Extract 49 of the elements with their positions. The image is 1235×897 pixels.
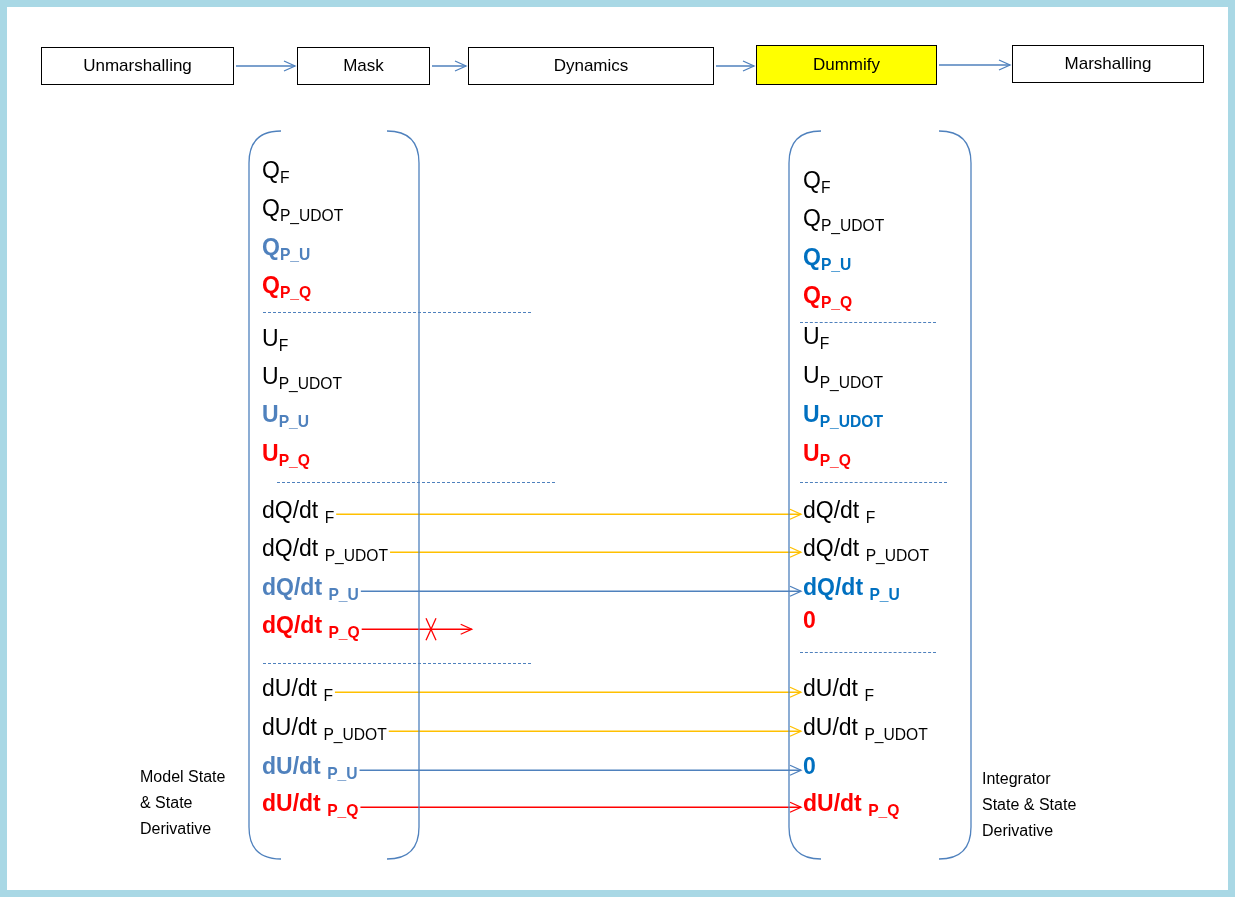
variable-label: U$_{P_U}$ [262,400,310,437]
variable-label: U$_{P_Q}$ [803,439,851,476]
variable-label: dU/dt $_{P_UDOT}$ [262,713,387,750]
variable-label: dQ/dt $_{P_UDOT}$ [262,534,389,571]
arrow [358,764,802,776]
process-box: Mask [297,47,430,85]
variable-label: U$_{F}$ [803,322,830,359]
variable-label: Q$_{P_UDOT}$ [803,204,885,241]
arrow [938,59,1011,71]
variable-label: dQ/dt $_{F}$ [262,496,335,533]
arrow [235,60,296,72]
column-caption: Integrator State & State Derivative [982,769,1078,841]
arrow [335,508,802,520]
variable-label: Q$_{F}$ [803,166,831,203]
variable-label: U$_{P_UDOT}$ [803,400,883,437]
variable-label: dU/dt $_{F}$ [262,674,333,711]
process-box: Dynamics [468,47,714,85]
variable-label: U$_{P_UDOT}$ [803,361,883,398]
variable-label: dU/dt $_{P_UDOT}$ [803,713,928,750]
process-box: Unmarshalling [41,47,234,85]
arrow [360,585,802,597]
process-box: Dummify [756,45,937,85]
arrow [431,60,467,72]
variable-label: dQ/dt $_{P_Q}$ [262,611,360,648]
arrow [334,686,802,698]
variable-label: dU/dt $_{F}$ [803,674,874,711]
variable-label: U$_{P_Q}$ [262,439,310,476]
arrow [359,801,802,813]
variable-label: Q$_{P_Q}$ [262,271,312,308]
variable-label: dQ/dt $_{P_UDOT}$ [803,534,930,571]
process-box: Marshalling [1012,45,1204,83]
arrow [361,623,473,635]
variable-label: U$_{P_UDOT}$ [262,362,342,399]
variable-label: dQ/dt $_{P_U}$ [262,573,359,610]
variable-label: Q$_{P_U}$ [803,243,852,280]
variable-label: dQ/dt $_{F}$ [803,496,876,533]
arrow [388,725,802,737]
variable-label: Q$_{P_Q}$ [803,281,853,318]
variable-label: dU/dt $_{P_Q}$ [803,789,900,826]
arrow [715,60,755,72]
arrow [389,546,802,558]
variable-label: dU/dt $_{P_U}$ [262,752,358,789]
variable-label: Q$_{P_UDOT}$ [262,194,344,231]
variable-label: Q$_{F}$ [262,156,290,193]
variable-label: U$_{F}$ [262,324,289,361]
column-caption: Model State & State Derivative [140,767,227,839]
variable-label: 0 [803,752,816,780]
variable-label: Q$_{P_U}$ [262,233,311,270]
variable-label: dU/dt $_{P_Q}$ [262,789,359,826]
